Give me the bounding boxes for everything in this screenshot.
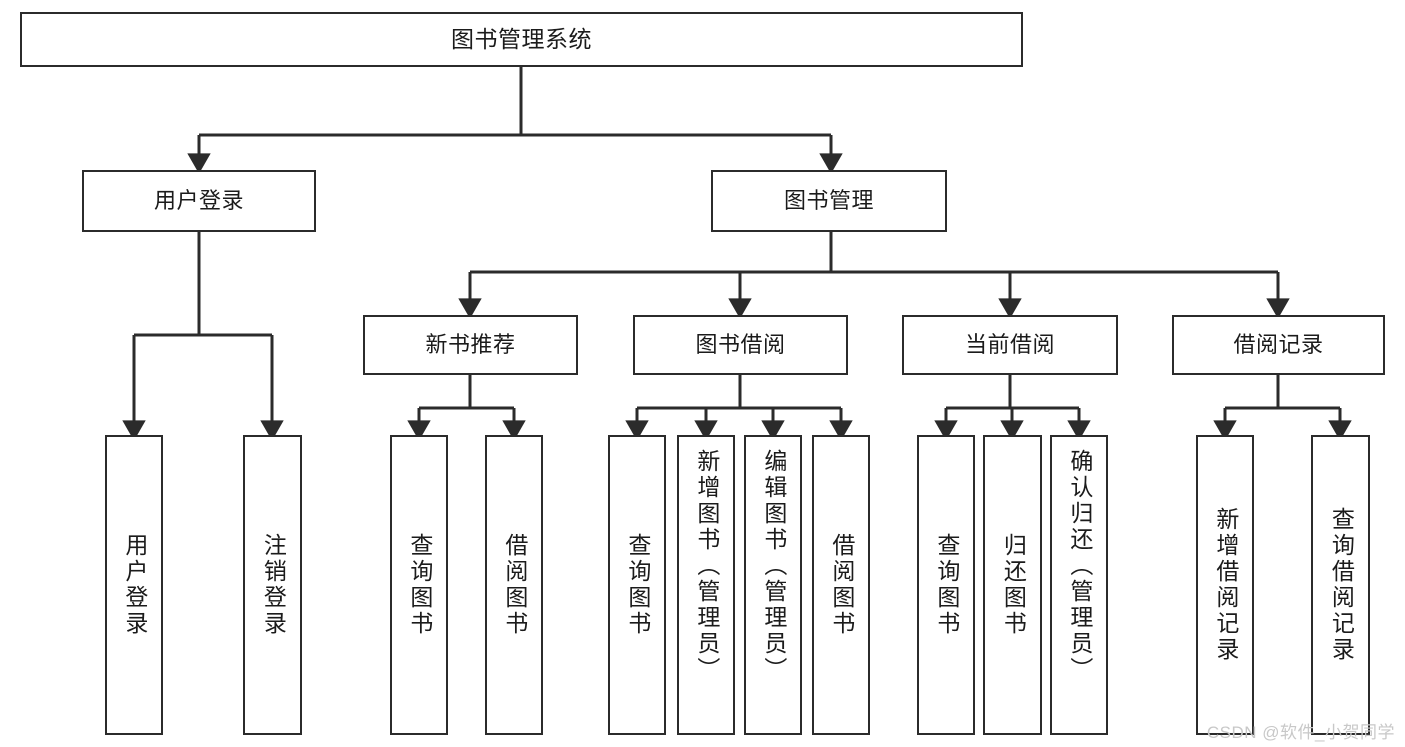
node-leaf-return-book-label: 归还图书	[1000, 533, 1027, 637]
node-user-login-label: 用户登录	[153, 188, 244, 214]
node-leaf-edit-book[interactable]: 编辑图书（管理员）	[744, 435, 802, 735]
node-leaf-return-book[interactable]: 归还图书	[983, 435, 1042, 735]
node-root-label: 图书管理系统	[451, 26, 592, 53]
node-leaf-query-book-1-label: 查询图书	[406, 533, 433, 637]
node-leaf-add-record-label: 新增借阅记录	[1212, 507, 1239, 663]
node-leaf-user-login-label: 用户登录	[121, 533, 148, 637]
node-leaf-add-book-label: 新增图书（管理员）	[693, 449, 720, 683]
node-borrow-record[interactable]: 借阅记录	[1172, 315, 1385, 375]
node-borrow-record-label: 借阅记录	[1233, 332, 1324, 358]
node-book-borrow-label: 图书借阅	[695, 332, 786, 358]
node-leaf-user-login[interactable]: 用户登录	[105, 435, 163, 735]
node-user-login[interactable]: 用户登录	[82, 170, 316, 232]
node-leaf-query-book-2[interactable]: 查询图书	[608, 435, 666, 735]
node-new-book-recommend[interactable]: 新书推荐	[363, 315, 578, 375]
node-leaf-query-book-3[interactable]: 查询图书	[917, 435, 975, 735]
node-leaf-query-book-1[interactable]: 查询图书	[390, 435, 448, 735]
node-leaf-borrow-book-1-label: 借阅图书	[501, 533, 528, 637]
node-leaf-edit-book-label: 编辑图书（管理员）	[760, 449, 787, 683]
node-leaf-query-book-3-label: 查询图书	[933, 533, 960, 637]
node-book-management-label: 图书管理	[783, 188, 874, 214]
node-leaf-borrow-book-1[interactable]: 借阅图书	[485, 435, 543, 735]
node-current-borrow-label: 当前借阅	[964, 332, 1055, 358]
node-leaf-query-record-label: 查询借阅记录	[1328, 507, 1355, 663]
node-current-borrow[interactable]: 当前借阅	[902, 315, 1118, 375]
node-book-management[interactable]: 图书管理	[711, 170, 947, 232]
node-leaf-confirm-return[interactable]: 确认归还（管理员）	[1050, 435, 1108, 735]
node-leaf-query-book-2-label: 查询图书	[624, 533, 651, 637]
node-leaf-add-book[interactable]: 新增图书（管理员）	[677, 435, 735, 735]
node-leaf-logout-label: 注销登录	[260, 533, 287, 637]
node-leaf-borrow-book-2-label: 借阅图书	[828, 533, 855, 637]
node-leaf-query-record[interactable]: 查询借阅记录	[1311, 435, 1370, 735]
node-root[interactable]: 图书管理系统	[20, 12, 1023, 67]
node-leaf-confirm-return-label: 确认归还（管理员）	[1066, 449, 1093, 683]
node-book-borrow[interactable]: 图书借阅	[633, 315, 848, 375]
watermark-text: CSDN @软件_小贺同学	[1206, 723, 1395, 742]
node-leaf-add-record[interactable]: 新增借阅记录	[1196, 435, 1254, 735]
node-new-book-recommend-label: 新书推荐	[425, 332, 516, 358]
node-leaf-logout[interactable]: 注销登录	[243, 435, 302, 735]
node-leaf-borrow-book-2[interactable]: 借阅图书	[812, 435, 870, 735]
